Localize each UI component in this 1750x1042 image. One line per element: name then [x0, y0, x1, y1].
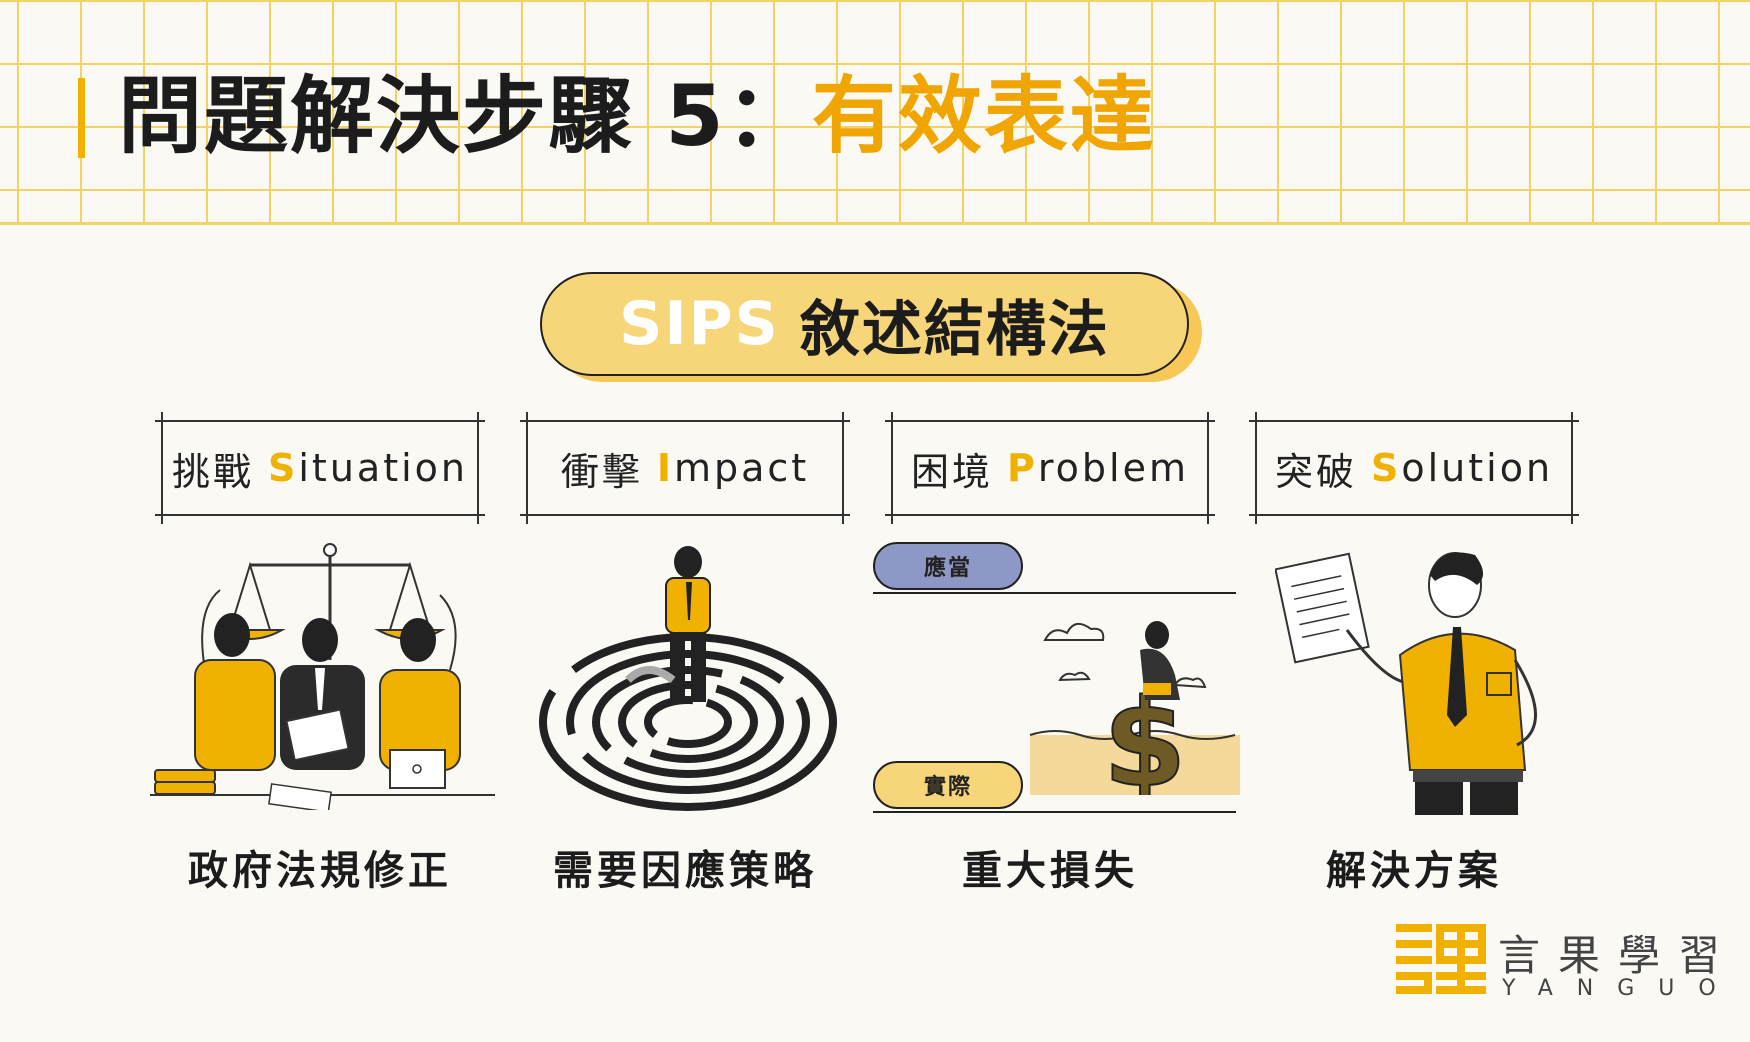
- method-zh: 敘述結構法: [799, 294, 1110, 365]
- actual-line: [873, 811, 1236, 813]
- step-initial: S: [1370, 446, 1402, 490]
- brand-name-en: YANGUO: [1502, 976, 1740, 1001]
- method-pill: SIPS 敘述結構法: [540, 272, 1189, 376]
- step-rest: roblem: [1037, 446, 1189, 490]
- maze-thinker-icon: [539, 546, 837, 811]
- yanguo-logo-icon: [1396, 924, 1486, 994]
- grid-header: [0, 0, 1750, 225]
- step-rest: mpact: [673, 446, 810, 490]
- step-zh: 困境: [911, 449, 994, 494]
- caption-solution: 解決方案: [1326, 848, 1502, 894]
- caption-situation: 政府法規修正: [188, 848, 452, 894]
- step-initial: P: [1007, 446, 1038, 490]
- step-zh: 突破: [1274, 449, 1357, 494]
- presenting-document-icon: [1275, 552, 1537, 815]
- title-main: 問題解決步驟 5：: [118, 67, 812, 165]
- step-zh: 挑戰: [171, 449, 254, 494]
- caption-problem: 重大損失: [962, 848, 1138, 894]
- method-en: SIPS: [619, 289, 780, 359]
- should-line: [873, 592, 1236, 594]
- brand-name-zh: 言果學習: [1498, 931, 1739, 980]
- title-accent: 有效表達: [811, 67, 1156, 165]
- step-rest: ituation: [298, 446, 468, 490]
- step-initial: S: [268, 446, 299, 490]
- step-initial: I: [656, 446, 674, 490]
- should-tag: 應當: [873, 542, 1023, 590]
- meeting-scales-icon: [150, 543, 495, 810]
- actual-tag: 實際: [873, 761, 1023, 809]
- sinking-dollar-icon: $: [1029, 621, 1240, 795]
- step-rest: olution: [1401, 446, 1554, 490]
- title-accent-bar: [78, 78, 85, 158]
- page-title: 問題解決步驟 5：有效表達: [118, 66, 1156, 167]
- caption-impact: 需要因應策略: [553, 848, 817, 894]
- step-zh: 衝擊: [560, 449, 643, 494]
